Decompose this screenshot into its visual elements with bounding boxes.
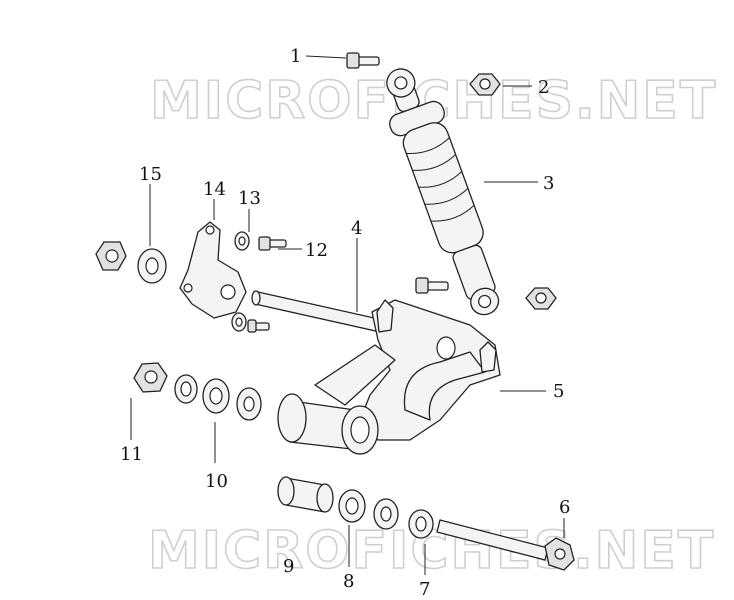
callout-15: 15 xyxy=(139,164,162,185)
callout-13: 13 xyxy=(238,188,261,209)
lower-shock-nut xyxy=(525,287,557,310)
long-bolt-part-6 xyxy=(436,519,575,571)
callout-12: 12 xyxy=(305,240,328,261)
nut-part-11 xyxy=(133,362,168,393)
bracket-part-14 xyxy=(179,221,270,333)
washer-part-7 xyxy=(408,509,434,539)
callout-5: 5 xyxy=(553,381,564,402)
leader-lines xyxy=(130,55,565,575)
callout-3: 3 xyxy=(543,173,554,194)
callout-2: 2 xyxy=(538,77,549,98)
washer-part-13 xyxy=(234,231,250,251)
washer-set-part-10 xyxy=(174,374,262,421)
callout-10: 10 xyxy=(205,471,228,492)
bolt-part-12 xyxy=(258,236,287,251)
callout-14: 14 xyxy=(203,179,226,200)
callout-11: 11 xyxy=(120,444,143,465)
callout-8: 8 xyxy=(343,571,354,592)
callout-4: 4 xyxy=(351,218,362,239)
pivot-shaft-part-4 xyxy=(251,290,393,335)
shock-absorber-part-3 xyxy=(386,68,500,316)
nut-washer-part-15 xyxy=(95,241,167,284)
callout-6: 6 xyxy=(559,497,570,518)
nut-part-2 xyxy=(469,73,501,96)
callout-1: 1 xyxy=(290,46,301,67)
bolt-part-1 xyxy=(346,52,380,69)
lower-shock-bolt xyxy=(415,277,449,294)
swing-arm-part-5 xyxy=(277,299,501,455)
callout-7: 7 xyxy=(419,579,430,600)
callout-9: 9 xyxy=(283,556,294,577)
bushing-part-9 xyxy=(277,476,334,513)
spacer-part-8 xyxy=(338,489,399,530)
